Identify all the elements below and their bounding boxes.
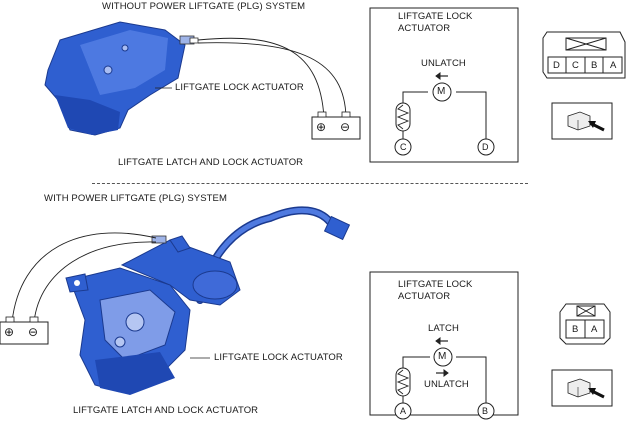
bottom-connector-view-icon	[551, 369, 613, 407]
bottom-section-title: WITH POWER LIFTGATE (PLG) SYSTEM	[44, 193, 228, 204]
top-battery-positive: ⊕	[316, 120, 327, 134]
top-connector-pin-1: D	[553, 60, 560, 71]
top-section-title: WITHOUT POWER LIFTGATE (PLG) SYSTEM	[102, 1, 306, 12]
bottom-schematic-title-line2: ACTUATOR	[398, 291, 451, 302]
bottom-latch-assembly	[65, 206, 351, 395]
bottom-terminal-b: B	[482, 406, 489, 416]
top-schematic	[369, 7, 519, 163]
bottom-battery-positive: ⊕	[4, 325, 15, 339]
top-terminal-d: D	[482, 142, 489, 152]
top-battery-negative: ⊖	[340, 120, 351, 134]
section-divider	[92, 183, 528, 184]
bottom-battery	[0, 316, 49, 345]
top-schematic-title-line1: LIFTGATE LOCK	[398, 11, 473, 22]
bottom-connector	[559, 303, 611, 345]
top-terminal-c: C	[400, 142, 407, 152]
top-wires	[197, 37, 347, 119]
bottom-schematic-title-line1: LIFTGATE LOCK	[398, 279, 473, 290]
top-connector-pin-3: B	[591, 60, 598, 71]
top-actuator-callout: LIFTGATE LOCK ACTUATOR	[175, 82, 304, 93]
bottom-terminal-a: A	[400, 406, 407, 416]
bottom-connector-pin-2: A	[591, 324, 598, 335]
bottom-unlatch-label: UNLATCH	[424, 379, 469, 390]
bottom-wires	[11, 232, 157, 323]
top-connector-pin-2: C	[572, 60, 579, 71]
bottom-motor-symbol: M	[438, 351, 447, 362]
bottom-assembly-caption: LIFTGATE LATCH AND LOCK ACTUATOR	[73, 405, 259, 416]
top-schematic-title-line2: ACTUATOR	[398, 23, 451, 34]
top-latch-assembly	[44, 21, 199, 136]
top-connector-view-icon	[551, 102, 613, 140]
bottom-connector-pin-1: B	[572, 324, 579, 335]
bottom-actuator-callout: LIFTGATE LOCK ACTUATOR	[214, 352, 343, 363]
bottom-schematic	[369, 271, 519, 420]
top-motor-symbol: M	[437, 86, 446, 97]
bottom-battery-negative: ⊖	[28, 325, 39, 339]
top-connector-pin-4: A	[610, 60, 617, 71]
top-connector	[542, 31, 626, 79]
top-unlatch-label: UNLATCH	[421, 58, 466, 69]
bottom-latch-label: LATCH	[428, 323, 459, 334]
top-battery	[311, 111, 361, 140]
top-assembly-caption: LIFTGATE LATCH AND LOCK ACTUATOR	[118, 157, 304, 168]
